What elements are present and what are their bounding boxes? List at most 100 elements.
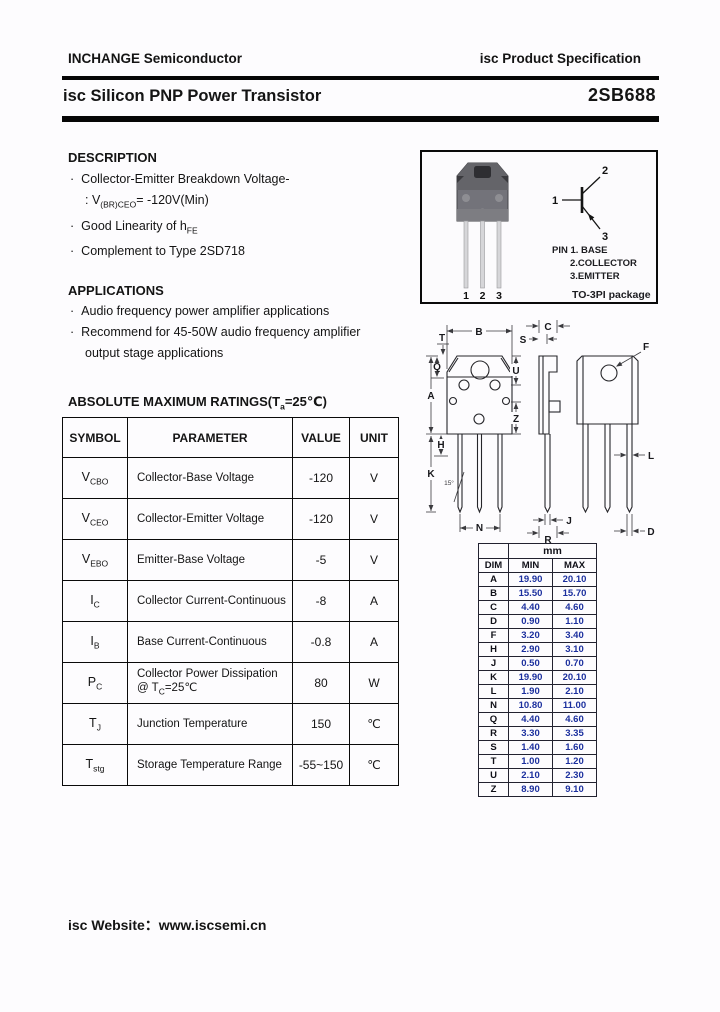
unit-cell: V: [349, 539, 399, 581]
transistor-photo: 1 2 3: [456, 162, 509, 301]
pin-list-line-1: PIN 1. BASE: [552, 245, 607, 256]
symbol-base-label: 1: [552, 195, 558, 207]
part-number: 2SB688: [587, 85, 656, 105]
param-cell: Emitter-Base Voltage: [127, 539, 293, 581]
dim-label-S: S: [520, 335, 527, 346]
dim-cell: N: [478, 698, 509, 713]
value-cell: -5: [292, 539, 350, 581]
table-row: IC Collector Current-Continuous -8 A: [62, 580, 399, 622]
value-cell: 150: [292, 703, 350, 745]
pin-list: PIN 1. BASE 2.COLLECTOR 3.EMITTER TO-3PI…: [552, 245, 651, 301]
description-text: = -120V(Min): [136, 193, 209, 207]
dim-label-C: C: [544, 322, 551, 333]
min-cell: 1.40: [508, 740, 553, 755]
dim-cell: J: [478, 656, 509, 671]
max-cell: 20.10: [552, 670, 597, 685]
min-cell: 8.90: [508, 782, 553, 797]
min-cell: 3.20: [508, 628, 553, 643]
sym-cell: IC: [62, 580, 128, 622]
min-cell: 0.50: [508, 656, 553, 671]
bullet-glyph: ·: [70, 304, 75, 318]
sym-cell: TJ: [62, 703, 128, 745]
param-cell: Collector Current-Continuous: [127, 580, 293, 622]
dim-cell: K: [478, 670, 509, 685]
max-cell: 3.40: [552, 628, 597, 643]
application-text: Recommend for 45-50W audio frequency amp…: [81, 325, 361, 339]
unit-cell: A: [349, 621, 399, 663]
application-text: output stage applications: [85, 346, 224, 360]
description-item: ·Good Linearity of hFE: [70, 216, 290, 242]
photo-pin-2-label: 2: [480, 290, 486, 301]
unit-cell: A: [349, 580, 399, 622]
pin-list-line-3: 3.EMITTER: [570, 271, 620, 282]
max-cell: 1.20: [552, 754, 597, 769]
min-cell: 1.90: [508, 684, 553, 699]
dims-unit-row: mm: [478, 543, 597, 559]
min-cell: 1.00: [508, 754, 553, 769]
symbol-emitter-label: 3: [602, 231, 608, 243]
min-cell: 10.80: [508, 698, 553, 713]
table-header-row: SYMBOL PARAMETER VALUE UNIT: [62, 417, 399, 458]
sym-cell: VCEO: [62, 498, 128, 540]
max-cell: 2.10: [552, 684, 597, 699]
description-list: ·Collector-Emitter Breakdown Voltage- : …: [70, 169, 290, 262]
dims-col-max: MAX: [552, 558, 597, 573]
dims-unit-header: mm: [508, 543, 597, 559]
website-footer: isc Website：www.iscsemi.cn: [68, 917, 267, 933]
photo-pin-3-label: 3: [496, 290, 502, 301]
dim-cell: D: [478, 614, 509, 629]
dim-cell: U: [478, 768, 509, 783]
description-item: ·Collector-Emitter Breakdown Voltage-: [70, 169, 290, 190]
dim-label-L: L: [648, 451, 654, 462]
dims-col-dim: DIM: [478, 558, 509, 573]
application-item: output stage applications: [70, 343, 360, 364]
value-cell: -8: [292, 580, 350, 622]
dim-cell: S: [478, 740, 509, 755]
table-row: VEBO Emitter-Base Voltage -5 V: [62, 539, 399, 581]
photo-pin-1-label: 1: [463, 290, 469, 301]
dim-label-angle: 15°: [444, 479, 454, 487]
divider-top: [62, 76, 659, 80]
package-photo-and-pinout: 1 2 3 1 2 3 PIN 1. BASE 2.COLLECTOR 3.EM…: [456, 162, 651, 301]
param-cell: Collector-Base Voltage: [127, 457, 293, 499]
param-cell: Collector Power Dissipation @ TC=25℃: [127, 662, 293, 704]
description-text: Complement to Type 2SD718: [81, 244, 245, 258]
col-unit: UNIT: [349, 417, 399, 458]
param-cell: Collector-Emitter Voltage: [127, 498, 293, 540]
param-cell: Storage Temperature Range: [127, 744, 293, 786]
sym-cell: VEBO: [62, 539, 128, 581]
application-item: ·Audio frequency power amplifier applica…: [70, 301, 360, 322]
dim-label-Q: Q: [433, 362, 441, 373]
dim-cell: Q: [478, 712, 509, 727]
max-cell: 4.60: [552, 712, 597, 727]
max-cell: 11.00: [552, 698, 597, 713]
ratings-heading-text: ABSOLUTE MAXIMUM RATINGS(T: [68, 394, 281, 409]
dim-label-B: B: [475, 327, 482, 338]
sym-cell: IB: [62, 621, 128, 663]
min-cell: 19.90: [508, 572, 553, 587]
unit-cell: V: [349, 498, 399, 540]
back-view: F L D: [576, 342, 655, 538]
dim-cell: T: [478, 754, 509, 769]
table-row: Tstg Storage Temperature Range -55~150 ℃: [62, 744, 399, 786]
table-row: VCBO Collector-Base Voltage -120 V: [62, 457, 399, 499]
max-cell: 15.70: [552, 586, 597, 601]
min-cell: 3.30: [508, 726, 553, 741]
min-cell: 4.40: [508, 600, 553, 615]
dim-label-N: N: [476, 523, 483, 534]
sym-cell: PC: [62, 662, 128, 704]
dim-cell: H: [478, 642, 509, 657]
min-cell: 19.90: [508, 670, 553, 685]
front-view: B T Q A H K N Z U 15°: [425, 324, 522, 534]
